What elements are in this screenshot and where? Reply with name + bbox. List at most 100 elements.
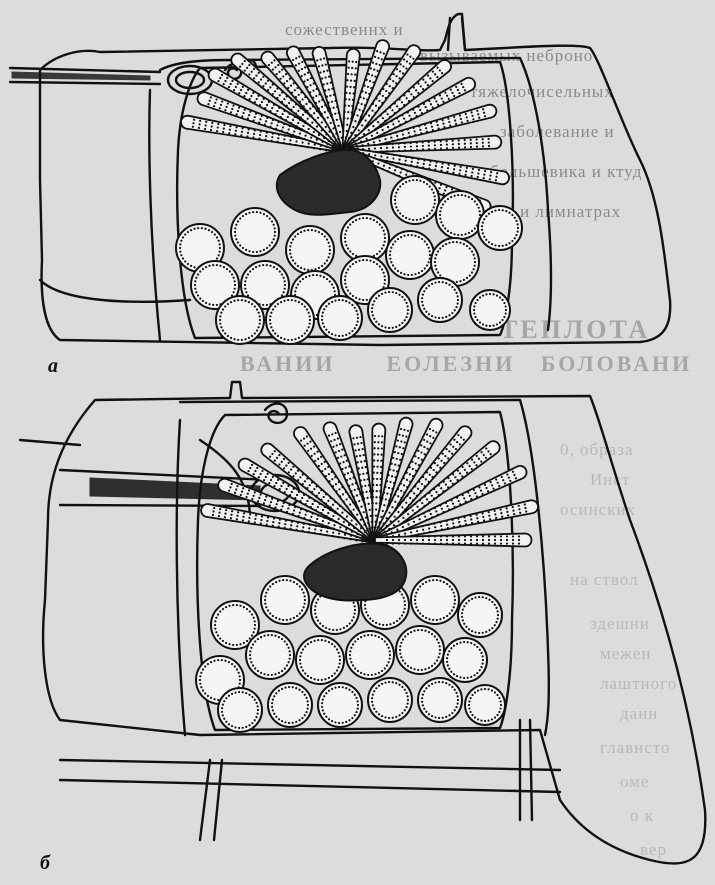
lobe-b-dot [337,437,339,439]
lobe-b-dot [271,453,273,455]
lobe-b-dot [366,497,368,499]
lobe-a-dot [429,164,431,166]
follicle-b-dot [470,642,472,644]
lobe-a-dot [458,139,460,141]
follicle-b-dot [482,596,484,598]
follicle-a-dot [294,262,296,264]
lobe-b-dot [518,508,520,510]
follicle-b-dot [399,617,401,619]
lobe-a-dot [353,86,355,88]
follicle-b-dot [305,711,307,713]
lobe-a-dot [321,106,323,108]
lobe-b-dot [506,542,508,544]
follicle-a-dot [197,273,199,275]
follicle-b-dot [407,699,409,701]
lobe-b-dot [304,480,306,482]
follicle-a-dot [424,240,426,242]
lobe-b-dot [255,514,257,516]
follicle-a-dot [323,308,325,310]
follicle-b-dot [425,687,427,689]
lobe-a-dot [295,125,297,127]
follicle-b-dot [457,695,459,697]
lobe-b-dot [402,499,404,501]
follicle-a-dot [456,281,458,283]
lobe-b-dot [353,516,355,518]
follicle-a-dot [269,217,271,219]
lobe-a-dot [281,130,283,132]
lobe-b-dot [452,483,454,485]
follicle-a-dot [251,303,253,305]
follicle-b-dot [314,609,316,611]
follicle-a-dot [247,273,249,275]
lobe-a-dot [416,145,418,147]
lobe-a-dot [427,75,429,77]
lobe-a-dot [313,112,315,114]
lobe-b-dot [457,517,459,519]
lobe-a-dot [252,92,254,94]
lobe-b-dot [291,491,293,493]
follicle-b-dot [442,717,444,719]
lobe-a-dot [467,120,469,122]
follicle-a-dot [429,212,431,214]
lobe-b-dot [334,510,336,512]
follicle-a-dot [496,323,498,325]
lobe-a-dot [330,137,332,139]
follicle-a-dot [219,265,221,267]
lobe-b-dot [265,476,267,478]
follicle-b-dot [225,642,227,644]
lobe-b-dot [345,491,347,493]
follicle-b-dot [225,606,227,608]
follicle-b-dot [417,629,419,631]
lobe-a-dot [432,71,434,73]
lobe-b-dot [416,506,418,508]
lobe-b-dot [464,520,466,522]
follicle-a-dot [496,294,498,296]
lobe-b-dot [339,526,341,528]
follicle-a-dot [517,223,519,225]
lobe-a-dot [310,114,312,116]
follicle-b-dot [214,620,216,622]
follicle-b-dot [354,605,356,607]
lobe-a-dot [358,129,360,131]
lobe-a-dot [380,143,382,145]
follicle-b-dot [221,711,223,713]
follicle-a-dot [274,332,276,334]
lobe-b-dot [475,514,477,516]
follicle-b-dot [231,663,233,665]
lobe-b-dot [380,478,382,480]
follicle-a-dot [274,231,276,233]
follicle-a-dot [349,250,351,252]
lobe-b-dot [354,489,356,491]
lobe-b-dot [380,503,382,505]
lobe-b-dot [348,465,350,467]
lobe-a-dot [294,89,296,91]
lobe-a-dot [423,103,425,105]
follicle-b-dot [482,655,484,657]
lobe-a-dot [370,67,372,69]
follicle-b-16 [418,678,462,722]
lobe-b-dot [318,492,320,494]
lobe-b-dot [328,522,330,524]
lobe-b-dot [419,518,421,520]
follicle-b-dot [415,592,417,594]
lobe-b-dot [248,489,250,491]
lobe-b-dot [426,433,428,435]
lobe-a-dot [434,144,436,146]
follicle-b-dot [404,635,406,637]
lobe-a-dot [237,83,239,85]
follicle-b-dot [425,617,427,619]
follicle-a-dot [366,217,368,219]
lobe-b-dot [446,535,448,537]
follicle-b-dot [474,691,476,693]
lobe-b-dot [308,497,310,499]
lobe-b-dot [367,521,369,523]
follicle-b-dot [371,674,373,676]
lobe-a-dot [290,109,292,111]
follicle-a-dot [218,240,220,242]
lobe-a-dot [310,77,312,79]
lobe-a-dot [367,86,369,88]
follicle-a-dot [448,284,450,286]
lobe-b-dot [352,437,354,439]
follicle-a-dot [505,309,507,311]
lobe-a-dot [496,172,498,174]
